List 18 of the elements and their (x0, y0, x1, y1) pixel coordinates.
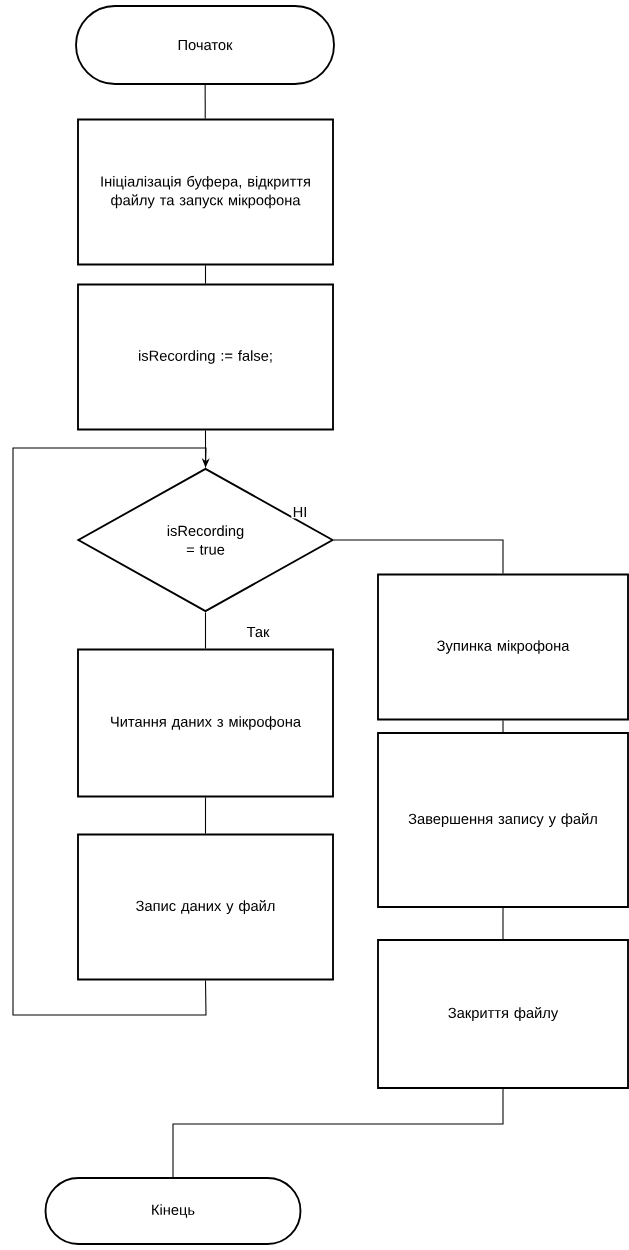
process-box: Закриття файлу (377, 939, 629, 1089)
connector (204, 796, 207, 835)
connector (12, 447, 210, 1016)
connector (502, 907, 504, 940)
process-box: Зупинка мікрофона (377, 573, 629, 721)
connector (333, 539, 504, 575)
connector (502, 719, 504, 733)
connector (172, 1088, 504, 1178)
process-box: Читання даних з мікрофона (77, 648, 334, 798)
connector (204, 264, 207, 285)
process-box: Завершення запису у файл (377, 732, 629, 908)
process-box: isRecording := false; (77, 283, 334, 431)
process-box: Ініціалізація буфера, відкриття файлу та запуск мікрофона (77, 118, 334, 266)
edge-label: Так (245, 625, 271, 639)
connector (204, 84, 206, 120)
edge-label: НІ (291, 505, 309, 519)
connector (204, 611, 207, 650)
process-box: Запис даних у файл (77, 833, 334, 981)
